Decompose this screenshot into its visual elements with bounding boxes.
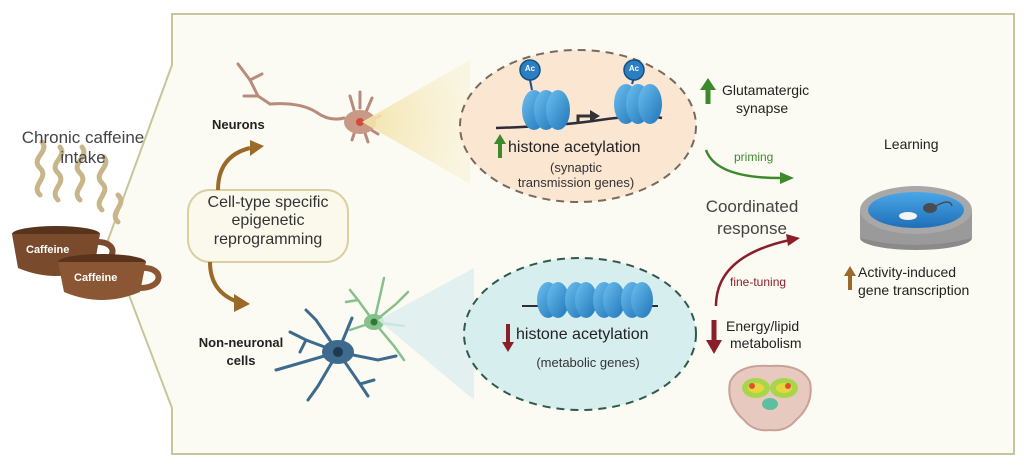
energy-label: Energy/lipid metabolism	[726, 318, 802, 352]
fine-tuning-label: fine-tuning	[730, 275, 787, 289]
neuron-genes-line-2: transmission genes)	[517, 174, 635, 190]
activity-up-arrow-icon	[844, 266, 856, 290]
glia-zoom-cone	[378, 268, 474, 400]
reprogramming-label: Cell-type specific epigenetic reprogramm…	[188, 194, 348, 249]
priming-arrow	[704, 149, 794, 184]
glia-soma	[364, 314, 384, 330]
glia-genes-label: (metabolic genes)	[536, 355, 640, 370]
astrocyte-soma	[322, 340, 354, 364]
reprogramming-line-1: Cell-type specific	[207, 194, 329, 211]
fine-tuning-arrow	[714, 234, 800, 307]
coordinated-line-2: response	[717, 219, 787, 239]
glutamatergic-line-1: Glutamatergic	[722, 82, 810, 98]
acetyl-tag-2-text: Ac	[628, 64, 640, 73]
astrocyte-illustration	[274, 308, 398, 402]
non-neuronal-line-1: Non-neuronal	[198, 335, 284, 350]
intake-line-1: Chronic caffeine	[21, 128, 145, 147]
coffee-cup-2-icon	[58, 254, 162, 300]
glutamatergic-label: Glutamatergic synapse	[722, 82, 809, 117]
reprogramming-box	[187, 189, 349, 263]
coordinated-response-label: Coordinated response	[686, 196, 818, 240]
reprogramming-line-3: reprogramming	[213, 230, 323, 248]
glia-histone-label: histone acetylation	[516, 326, 649, 343]
activity-line-2: gene transcription	[858, 281, 970, 298]
non-neuronal-label: Non-neuronal cells	[186, 334, 296, 369]
acetyl-tag-1-text: Ac	[524, 64, 536, 73]
nucleosome-1-icon	[522, 90, 570, 130]
nucleosome-2-icon	[614, 84, 662, 124]
steam-wisps	[34, 139, 124, 225]
cup-2-label: Caffeine	[74, 272, 118, 284]
acetyl-tag-1-icon	[519, 59, 541, 81]
acetyl-tag-2-icon	[623, 59, 645, 81]
neuron-zoom-cone	[362, 60, 470, 184]
arrow-to-neurons	[216, 140, 264, 191]
intake-line-2: intake	[60, 147, 106, 167]
priming-label: priming	[734, 150, 774, 164]
glutamatergic-line-2: synapse	[736, 99, 789, 116]
neuron-histone-label: histone acetylation	[508, 139, 641, 156]
reprogramming-line-2: epigenetic	[231, 212, 305, 230]
arrow-to-non-neuronal	[208, 261, 250, 312]
compacted-nucleosomes-icon	[537, 282, 653, 318]
cup-1-label: Caffeine	[26, 244, 70, 256]
energy-line-2: metabolism	[730, 334, 802, 351]
brain-section-icon	[728, 364, 812, 432]
water-maze-icon	[860, 186, 972, 250]
energy-down-arrow-icon	[706, 320, 722, 354]
learning-label: Learning	[884, 136, 939, 152]
neurons-label: Neurons	[212, 117, 265, 132]
neuron-genes-line-1: (synaptic	[549, 160, 603, 175]
transcription-start-icon	[576, 110, 600, 124]
activity-line-1: Activity-induced	[858, 264, 957, 280]
glutamatergic-up-arrow-icon	[700, 78, 716, 104]
energy-line-1: Energy/lipid	[726, 318, 800, 334]
acetylation-down-arrow-icon	[502, 324, 514, 352]
acetylation-up-arrow-icon	[494, 134, 506, 158]
neuron-soma	[344, 110, 376, 134]
neuron-genes-label: (synaptic transmission genes)	[496, 160, 656, 191]
non-neuronal-line-2: cells	[226, 352, 256, 368]
acetyl-tail-1	[529, 79, 533, 91]
activity-label: Activity-induced gene transcription	[858, 264, 969, 299]
coordinated-line-1: Coordinated	[705, 197, 799, 216]
intake-title: Chronic caffeine intake	[0, 128, 166, 167]
